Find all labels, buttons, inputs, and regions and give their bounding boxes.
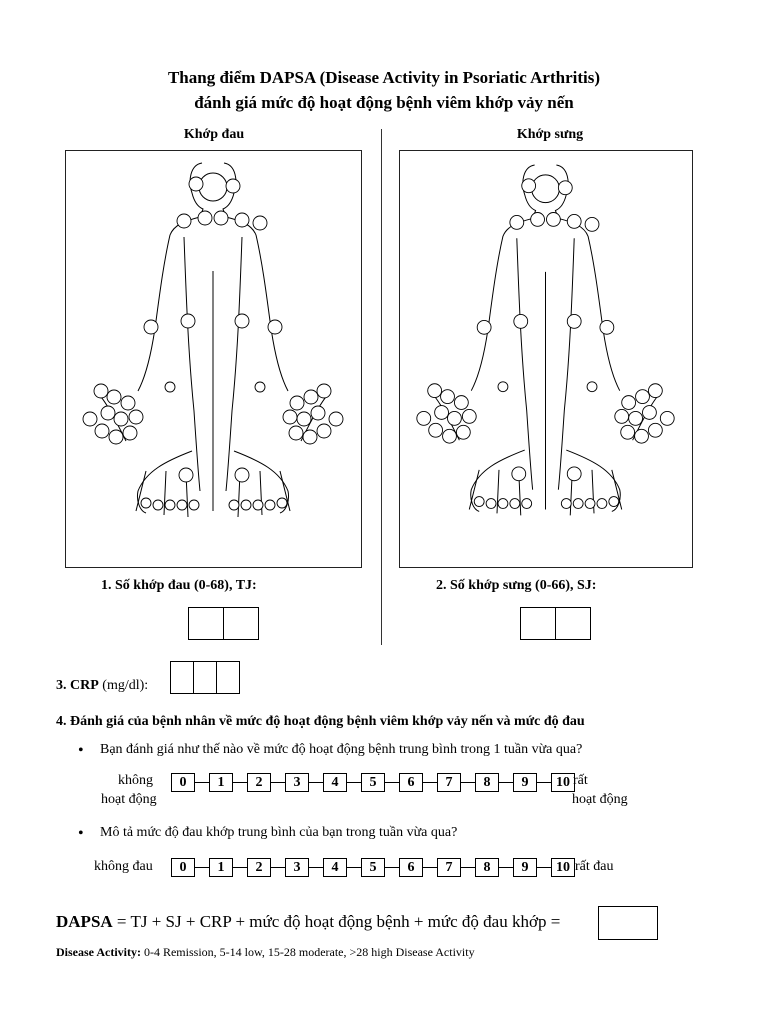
body-diagram-left xyxy=(82,162,344,518)
pain-scale-option-1[interactable]: 1 xyxy=(209,858,233,877)
activity-scale-option-1[interactable]: 1 xyxy=(209,773,233,792)
dapsa-result-field[interactable] xyxy=(598,906,658,940)
page-title: Thang điểm DAPSA (Disease Activity in Ps… xyxy=(167,68,601,87)
pain-scale-option-6[interactable]: 6 xyxy=(399,858,423,877)
pain-scale-connector xyxy=(271,867,285,868)
pain-scale-connector xyxy=(309,867,323,868)
activity-scale-option-2[interactable]: 2 xyxy=(247,773,271,792)
swollen-joints-figure xyxy=(399,150,693,568)
pain-scale-option-10[interactable]: 10 xyxy=(551,858,575,877)
tender-joints-figure xyxy=(65,150,362,568)
activity-scale-option-0[interactable]: 0 xyxy=(171,773,195,792)
activity-scale-option-3[interactable]: 3 xyxy=(285,773,309,792)
disease-activity-legend: Disease Activity: 0-4 Remission, 5-14 lo… xyxy=(56,945,475,960)
activity-scale-option-8[interactable]: 8 xyxy=(475,773,499,792)
disease-activity-question: Bạn đánh giá như thế nào về mức độ hoạt … xyxy=(78,742,582,760)
pain-scale-connector xyxy=(537,867,551,868)
dapsa-formula: DAPSA = TJ + SJ + CRP + mức độ hoạt động… xyxy=(56,912,560,932)
patient-assessment-heading: 4. Đánh giá của bệnh nhân về mức độ hoạt… xyxy=(56,714,585,729)
pain-question: Mô tả mức độ đau khớp trung bình của bạn… xyxy=(78,825,457,843)
scale2-high-label: rất đau xyxy=(575,859,614,874)
tender-joint-count-field[interactable] xyxy=(188,607,259,640)
pain-scale-connector xyxy=(385,867,399,868)
tender-joint-count-label: 1. Số khớp đau (0-68), TJ: xyxy=(101,578,257,593)
scale2-low-label: không đau xyxy=(94,859,153,874)
activity-scale-connector xyxy=(195,782,209,783)
activity-scale-connector xyxy=(537,782,551,783)
pain-scale-connector xyxy=(499,867,513,868)
activity-scale-connector xyxy=(499,782,513,783)
activity-scale-option-5[interactable]: 5 xyxy=(361,773,385,792)
scale1-low-label-2: hoạt động xyxy=(101,792,157,807)
pain-scale-option-0[interactable]: 0 xyxy=(171,858,195,877)
crp-field[interactable] xyxy=(170,661,240,694)
scale1-high-label-1: rất xyxy=(573,773,588,788)
crp-label-title: 3. CRP xyxy=(56,678,99,693)
activity-scale-option-4[interactable]: 4 xyxy=(323,773,347,792)
activity-scale-connector xyxy=(233,782,247,783)
pain-scale-option-9[interactable]: 9 xyxy=(513,858,537,877)
activity-scale-option-7[interactable]: 7 xyxy=(437,773,461,792)
crp-unit: (mg/dl): xyxy=(102,678,149,693)
swollen-joint-count-field[interactable] xyxy=(520,607,591,640)
dapsa-formula-text: = TJ + SJ + CRP + mức độ hoạt động bệnh … xyxy=(116,912,561,931)
crp-label: 3. CRP (mg/dl): xyxy=(56,678,148,694)
activity-scale-connector xyxy=(423,782,437,783)
activity-scale-connector xyxy=(347,782,361,783)
legend-text: 0-4 Remission, 5-14 low, 15-28 moderate,… xyxy=(143,945,475,959)
pain-scale-connector xyxy=(347,867,361,868)
pain-scale-option-7[interactable]: 7 xyxy=(437,858,461,877)
tender-joints-heading: Khớp đau xyxy=(183,127,245,142)
activity-scale-option-10[interactable]: 10 xyxy=(551,773,575,792)
activity-scale-option-6[interactable]: 6 xyxy=(399,773,423,792)
activity-scale-connector xyxy=(309,782,323,783)
pain-scale-connector xyxy=(461,867,475,868)
activity-scale-connector xyxy=(461,782,475,783)
pain-scale-option-4[interactable]: 4 xyxy=(323,858,347,877)
page-subtitle: đánh giá mức độ hoạt động bệnh viêm khớp… xyxy=(194,93,574,112)
pain-scale-option-5[interactable]: 5 xyxy=(361,858,385,877)
activity-scale-connector xyxy=(385,782,399,783)
swollen-joints-heading: Khớp sưng xyxy=(516,127,584,142)
pain-scale-connector xyxy=(195,867,209,868)
body-diagram-right xyxy=(416,164,675,516)
scale1-low-label-1: không xyxy=(118,773,153,788)
column-divider xyxy=(381,129,382,645)
pain-scale-connector xyxy=(423,867,437,868)
swollen-joint-count-label: 2. Số khớp sưng (0-66), SJ: xyxy=(436,578,597,593)
pain-scale-option-8[interactable]: 8 xyxy=(475,858,499,877)
pain-scale-option-3[interactable]: 3 xyxy=(285,858,309,877)
pain-scale-option-2[interactable]: 2 xyxy=(247,858,271,877)
pain-scale-connector xyxy=(233,867,247,868)
activity-scale-connector xyxy=(271,782,285,783)
scale1-high-label-2: hoạt động xyxy=(572,792,628,807)
activity-scale-option-9[interactable]: 9 xyxy=(513,773,537,792)
dapsa-formula-name: DAPSA xyxy=(56,912,113,931)
legend-label: Disease Activity: xyxy=(56,945,141,959)
